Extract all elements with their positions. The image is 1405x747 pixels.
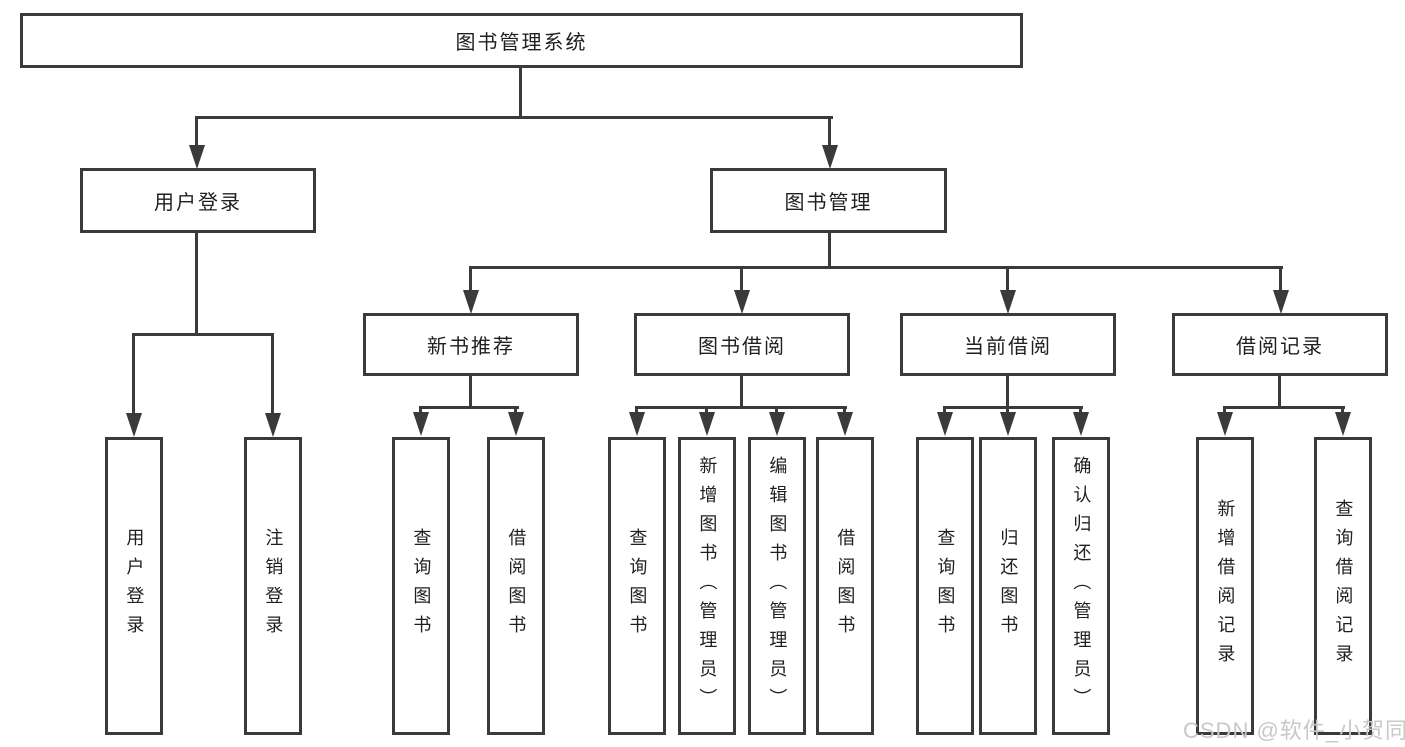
leaf-label: 注销登录 — [263, 528, 284, 644]
connector-line — [1223, 406, 1226, 415]
arrow-down-icon — [265, 413, 281, 437]
connector-line — [775, 406, 778, 415]
arrow-down-icon — [463, 290, 479, 314]
connector-line — [943, 406, 1083, 409]
connector-line — [943, 406, 946, 415]
leaf-label: 确认归还（管理员） — [1071, 455, 1092, 717]
connector-line — [519, 67, 522, 118]
node-new-book-recommendation: 新书推荐 — [363, 313, 579, 376]
connector-line — [635, 406, 847, 409]
connector-line — [195, 116, 833, 119]
connector-line — [271, 333, 274, 414]
leaf-add-books-admin: 新增图书（管理员） — [678, 437, 736, 735]
leaf-label: 新增图书（管理员） — [697, 455, 718, 717]
leaf-user-login: 用户登录 — [105, 437, 163, 735]
connector-line — [740, 376, 743, 409]
connector-line — [705, 406, 708, 415]
leaf-label: 归还图书 — [998, 528, 1019, 644]
connector-line — [469, 266, 1283, 269]
leaf-query-books-current: 查询图书 — [916, 437, 974, 735]
connector-line — [419, 406, 519, 409]
connector-line — [1223, 406, 1345, 409]
leaf-edit-books-admin: 编辑图书（管理员） — [748, 437, 806, 735]
connector-line — [132, 333, 274, 336]
connector-line — [1278, 376, 1281, 409]
leaf-label: 编辑图书（管理员） — [767, 455, 788, 717]
leaf-label: 借阅图书 — [506, 528, 527, 644]
leaf-label: 借阅图书 — [835, 528, 856, 644]
connector-line — [843, 406, 846, 415]
connector-line — [635, 406, 638, 415]
arrow-down-icon — [508, 412, 524, 436]
arrow-down-icon — [1335, 412, 1351, 436]
arrow-down-icon — [699, 412, 715, 436]
arrow-down-icon — [1000, 412, 1016, 436]
arrow-down-icon — [413, 412, 429, 436]
connector-line — [514, 406, 517, 415]
leaf-query-books-borrowing: 查询图书 — [608, 437, 666, 735]
connector-line — [1006, 376, 1009, 409]
connector-line — [419, 406, 422, 415]
leaf-query-borrowing-record: 查询借阅记录 — [1314, 437, 1372, 735]
connector-line — [469, 266, 472, 292]
arrow-down-icon — [189, 145, 205, 169]
leaf-label: 用户登录 — [124, 528, 145, 644]
leaf-label: 新增借阅记录 — [1215, 499, 1236, 673]
arrow-down-icon — [769, 412, 785, 436]
connector-line — [1006, 406, 1009, 415]
node-user-login: 用户登录 — [80, 168, 316, 233]
connector-line — [828, 116, 831, 147]
leaf-query-books-recommend: 查询图书 — [392, 437, 450, 735]
connector-line — [132, 333, 135, 414]
arrow-down-icon — [837, 412, 853, 436]
arrow-down-icon — [937, 412, 953, 436]
connector-line — [195, 233, 198, 336]
connector-line — [1341, 406, 1344, 415]
arrow-down-icon — [1000, 290, 1016, 314]
arrow-down-icon — [1273, 290, 1289, 314]
node-borrowing-records: 借阅记录 — [1172, 313, 1388, 376]
connector-line — [740, 266, 743, 292]
arrow-down-icon — [629, 412, 645, 436]
leaf-label: 查询图书 — [935, 528, 956, 644]
leaf-confirm-return-admin: 确认归还（管理员） — [1052, 437, 1110, 735]
arrow-down-icon — [1073, 412, 1089, 436]
csdn-watermark: CSDN @软件_小贺同学 — [1183, 718, 1405, 743]
leaf-label: 查询图书 — [411, 528, 432, 644]
leaf-borrow-books: 借阅图书 — [816, 437, 874, 735]
connector-line — [1006, 266, 1009, 292]
arrow-down-icon — [1217, 412, 1233, 436]
node-book-management: 图书管理 — [710, 168, 947, 233]
arrow-down-icon — [126, 413, 142, 437]
node-library-management-system: 图书管理系统 — [20, 13, 1023, 68]
connector-line — [469, 376, 472, 409]
arrow-down-icon — [822, 145, 838, 169]
node-current-borrowing: 当前借阅 — [900, 313, 1116, 376]
leaf-return-books: 归还图书 — [979, 437, 1037, 735]
connector-line — [1079, 406, 1082, 415]
leaf-borrow-books-recommend: 借阅图书 — [487, 437, 545, 735]
arrow-down-icon — [734, 290, 750, 314]
node-book-borrowing: 图书借阅 — [634, 313, 850, 376]
leaf-logout: 注销登录 — [244, 437, 302, 735]
connector-line — [1279, 266, 1282, 292]
leaf-add-borrowing-record: 新增借阅记录 — [1196, 437, 1254, 735]
leaf-label: 查询借阅记录 — [1333, 499, 1354, 673]
connector-line — [828, 233, 831, 269]
leaf-label: 查询图书 — [627, 528, 648, 644]
connector-line — [195, 116, 198, 147]
